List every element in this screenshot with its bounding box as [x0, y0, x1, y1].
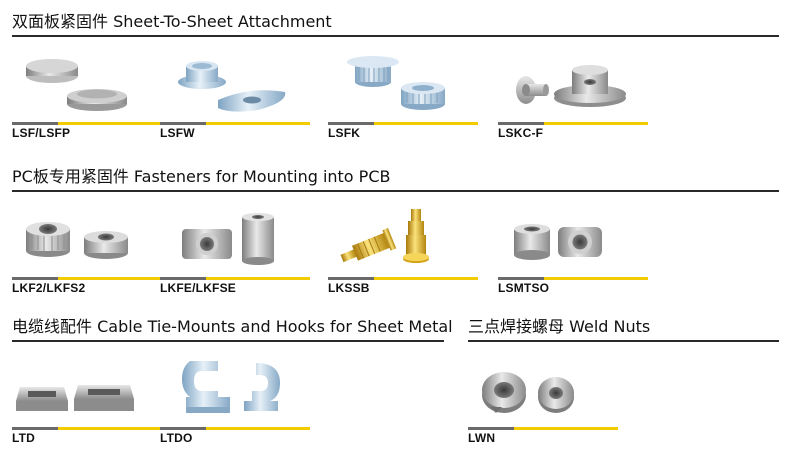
section-rule [12, 35, 779, 37]
section-title-cable-tie-mounts: 电缆线配件 Cable Tie-Mounts and Hooks for She… [12, 317, 453, 336]
section-rule [468, 340, 779, 342]
card-bar-grey [328, 122, 374, 125]
card-bar-yellow [206, 122, 310, 125]
product-card-lsmtso[interactable]: LSMTSO [498, 207, 648, 295]
weld-nut-icon [482, 372, 574, 413]
section-title-pcb-fasteners: PC板专用紧固件 Fasteners for Mounting into PCB [12, 167, 391, 186]
product-card-lskc-f[interactable]: LSKC-F [498, 52, 648, 140]
cable-hook-icon [182, 361, 280, 413]
flush-pin-icon [26, 59, 127, 111]
product-card-lkfe-lkfse[interactable]: LKFE/LKFSE [160, 207, 310, 295]
product-card-lkf2-lkfs2[interactable]: LKF2/LKFS2 [12, 207, 162, 295]
product-card-lwn[interactable]: LWN [468, 357, 618, 445]
card-bar-grey [160, 427, 206, 430]
product-label: LSMTSO [498, 281, 550, 295]
card-bar-yellow [206, 277, 310, 280]
section-rule [12, 190, 779, 192]
brass-pin-icon [340, 209, 429, 263]
product-label: LKSSB [328, 281, 370, 295]
product-label: LTD [12, 431, 36, 445]
card-bar-grey [12, 427, 58, 430]
section-rule [12, 340, 444, 342]
product-card-ltdo[interactable]: LTDO [160, 357, 310, 445]
card-bar-grey [498, 277, 544, 280]
product-label: LKF2/LKFS2 [12, 281, 86, 295]
product-card-ltd[interactable]: LTD [12, 357, 162, 445]
card-bar-yellow [374, 277, 478, 280]
product-label: LSKC-F [498, 126, 544, 140]
card-bar-yellow [514, 427, 618, 430]
card-bar-grey [468, 427, 514, 430]
card-bar-yellow [544, 277, 648, 280]
threaded-standoff-icon [514, 224, 602, 260]
product-label: LSF/LSFP [12, 126, 71, 140]
product-label: LKFE/LKFSE [160, 281, 236, 295]
snap-rivet-icon [516, 65, 626, 107]
card-bar-yellow [58, 122, 162, 125]
pin-with-washer-icon [178, 61, 286, 112]
card-bar-grey [498, 122, 544, 125]
card-bar-yellow [58, 427, 162, 430]
card-bar-yellow [544, 122, 648, 125]
standoff-icon [182, 213, 274, 265]
card-bar-grey [328, 277, 374, 280]
product-card-lsfw[interactable]: LSFW [160, 52, 310, 140]
product-label: LSFW [160, 126, 195, 140]
product-card-lsf-lsfp[interactable]: LSF/LSFP [12, 52, 162, 140]
cable-tie-mount-icon [16, 385, 134, 411]
section-title-sheet-to-sheet: 双面板紧固件 Sheet-To-Sheet Attachment [12, 12, 332, 31]
card-bar-grey [160, 122, 206, 125]
card-bar-yellow [374, 122, 478, 125]
self-clinching-nut-icon [26, 222, 128, 259]
card-bar-yellow [206, 427, 310, 430]
card-bar-grey [160, 277, 206, 280]
product-label: LWN [468, 431, 496, 445]
card-bar-grey [12, 122, 58, 125]
product-label: LTDO [160, 431, 193, 445]
card-bar-grey [12, 277, 58, 280]
product-label: LSFK [328, 126, 361, 140]
card-bar-yellow [58, 277, 162, 280]
knurled-stud-icon [347, 56, 445, 110]
product-card-lsfk[interactable]: LSFK [328, 52, 478, 140]
section-title-weld-nuts: 三点焊接螺母 Weld Nuts [468, 317, 651, 336]
product-card-lkssb[interactable]: LKSSB [328, 207, 478, 295]
